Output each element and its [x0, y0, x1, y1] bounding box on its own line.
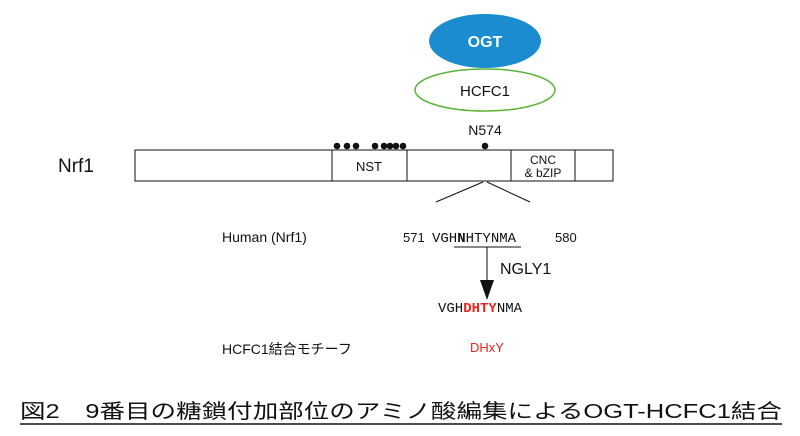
hcfc1-ellipse [414, 68, 556, 112]
sequence-start: 571 [403, 230, 425, 245]
edited-motif: DHTY [463, 301, 497, 317]
sequence-site-residue: N [457, 231, 465, 247]
hcfc1-label: HCFC1 [460, 83, 510, 100]
figure-caption: 図2 9番目の糖鎖付加部位のアミノ酸編集によるOGT-HCFC1結合 [20, 400, 782, 423]
glycan-dot [343, 142, 351, 150]
bzip-label: & bZIP [525, 166, 562, 180]
cnc-label: CNC [530, 153, 556, 167]
ngly1-arrow-head [480, 280, 494, 300]
sequence-end: 580 [555, 230, 577, 245]
zoom-line-left [435, 181, 484, 203]
site-glycan-dot [481, 142, 489, 150]
sequence-suffix: HTYNMA [466, 231, 517, 247]
glycan-dot [386, 142, 394, 150]
site-label: N574 [468, 122, 502, 138]
cnc-bzip-domain [510, 149, 576, 182]
edited-sequence: VGHDHTYNMA [438, 301, 523, 317]
edited-suffix: NMA [497, 301, 523, 317]
edited-prefix: VGH [438, 301, 463, 317]
enzyme-label: NGLY1 [500, 261, 551, 278]
glycan-dot [392, 142, 400, 150]
native-sequence: VGHNHTYNMA [432, 231, 517, 247]
motif-value: DHxY [470, 340, 504, 355]
glycan-dot [352, 142, 360, 150]
ogt-label: OGT [468, 34, 503, 51]
zoom-line-right [486, 181, 531, 203]
species-label: Human (Nrf1) [222, 229, 307, 245]
motif-label: HCFC1結合モチーフ [222, 341, 352, 357]
nst-domain [331, 149, 408, 182]
nst-label: NST [356, 159, 382, 174]
glycan-dot [380, 142, 388, 150]
sequence-prefix: VGH [432, 231, 457, 247]
nst-glycan-dots [333, 142, 407, 150]
glycan-dot [333, 142, 341, 150]
ogt-ellipse [429, 14, 541, 68]
glycan-dot [371, 142, 379, 150]
protein-name: Nrf1 [58, 156, 94, 177]
glycan-dot [399, 142, 407, 150]
